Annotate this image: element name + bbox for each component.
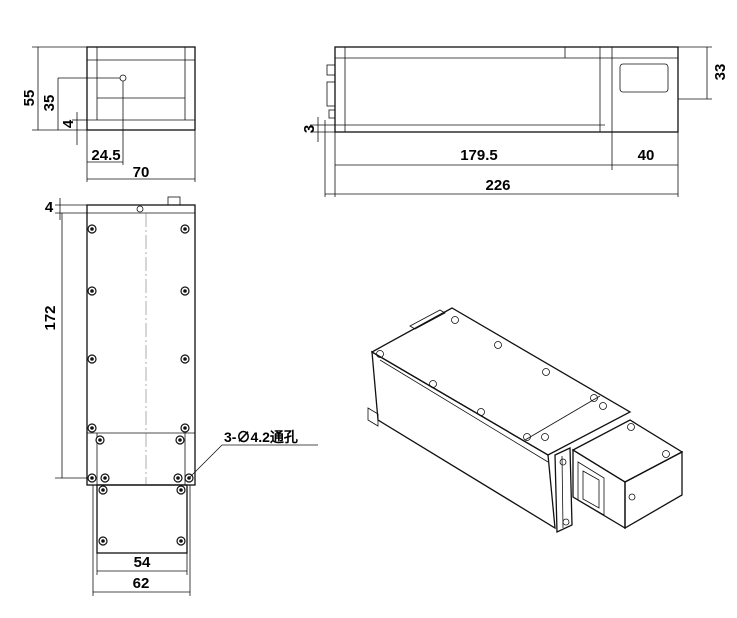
- top-view: 4 172 3-∅4.2通孔 54 62: [42, 196, 318, 596]
- front-height-label: 55: [21, 90, 38, 107]
- top-view-screws: [87, 224, 194, 546]
- hole-note-label: 3-∅4.2通孔: [224, 429, 298, 445]
- side-body-length-label: 179.5: [460, 147, 498, 164]
- front-step-label: 4: [60, 119, 77, 128]
- side-base-step-label: 3: [301, 125, 318, 133]
- front-view: 55 35 4 24.5 70: [21, 46, 196, 182]
- side-height-label: 33: [712, 64, 729, 81]
- side-view: 3 33 179.5 40 226: [301, 46, 729, 197]
- front-hole: [119, 74, 127, 82]
- outer-width-label: 62: [133, 575, 150, 592]
- top-step-label: 4: [45, 199, 54, 216]
- inner-width-label: 54: [134, 554, 151, 571]
- side-head-length-label: 40: [638, 147, 655, 164]
- side-total-length-label: 226: [485, 177, 510, 194]
- front-hole-height-label: 35: [41, 95, 58, 112]
- top-length-label: 172: [42, 305, 59, 330]
- isometric-view: [367, 307, 684, 534]
- front-hole-x-label: 24.5: [91, 147, 120, 164]
- front-width-label: 70: [133, 164, 150, 181]
